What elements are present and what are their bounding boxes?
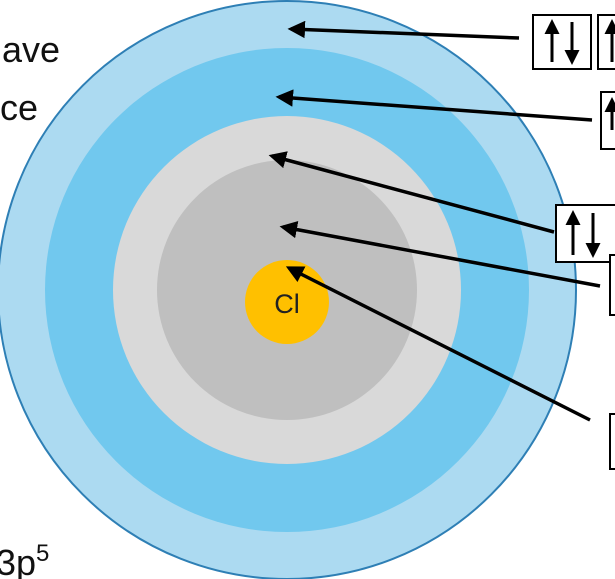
arrow-inner-light-shell	[268, 151, 555, 234]
orbital-box-row-4	[609, 254, 615, 316]
orbital-box-cut-4	[609, 254, 615, 316]
orbital-box-row-3	[555, 204, 615, 263]
electron-configuration-text: 3p5	[0, 542, 49, 579]
orbital-box-cut-5	[609, 413, 615, 470]
config-base: 3p	[0, 542, 37, 579]
orbital-box-paired-1	[532, 14, 592, 70]
nucleus-label: Cl	[274, 289, 300, 319]
nucleus	[245, 260, 329, 344]
arrow-inner-dark-shell	[279, 220, 601, 288]
orbital-box-row-5	[609, 413, 615, 470]
arrow-middle-shell	[275, 89, 593, 122]
orbital-box-row-2	[600, 91, 615, 150]
orbital-box-paired-3	[555, 204, 615, 263]
side-text-line-2: ce	[0, 87, 39, 128]
arrow-nucleus	[285, 266, 591, 422]
side-text-line-1: ave	[2, 29, 61, 70]
config-exponent: 5	[36, 540, 50, 567]
arrow-outer-shell	[287, 20, 520, 40]
orbital-box-row-1	[532, 14, 615, 70]
